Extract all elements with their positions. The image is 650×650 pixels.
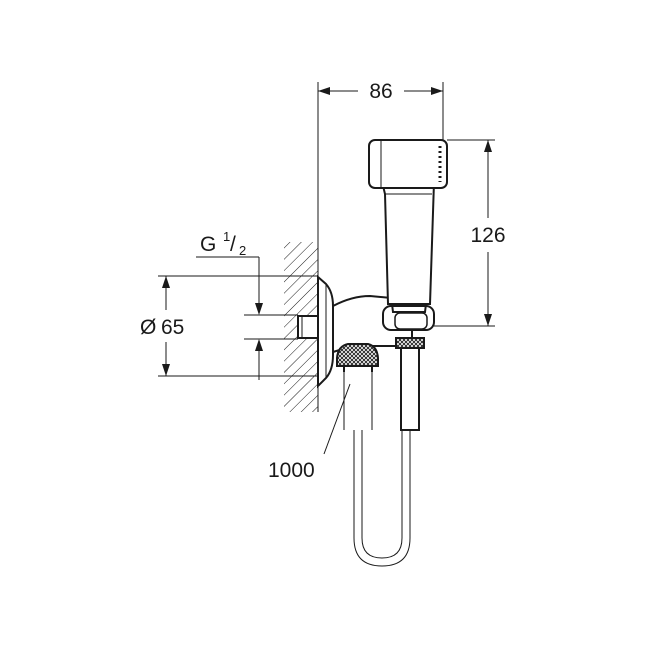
diameter-arrow-bottom: [162, 364, 170, 376]
width-value: 86: [369, 80, 392, 103]
hose-loop-outer: [353, 430, 411, 567]
wall-flange: [317, 274, 334, 389]
hose: [343, 366, 411, 567]
thread-numerator: 1: [223, 229, 230, 244]
height-arrow-bottom: [484, 314, 492, 326]
dimension-height: 126: [434, 139, 506, 327]
shower-head: [368, 139, 448, 189]
handle-base-ring: [390, 303, 428, 313]
connector-knurl: [395, 337, 425, 349]
dimension-thread: G 1 / 2: [196, 229, 298, 380]
width-arrow-left: [318, 87, 330, 95]
diameter-arrow-top: [162, 276, 170, 288]
width-arrow-right: [431, 87, 443, 95]
hose-loop-inner: [361, 430, 403, 559]
dimension-width: 86: [318, 80, 444, 140]
diameter-symbol: Ø: [140, 316, 156, 339]
dimension-hose-length: 1000: [268, 383, 351, 482]
thread-fraction-slash: /: [230, 233, 236, 256]
dimension-diameter: Ø 65: [140, 275, 318, 377]
inlet-thread: [297, 315, 319, 339]
holder-cradle: [382, 305, 435, 331]
shower-hose-connector: [395, 337, 425, 431]
hose-length-leader: [323, 383, 351, 455]
thread-arrow-bottom: [255, 339, 263, 351]
height-arrow-top: [484, 140, 492, 152]
wall-section: [284, 82, 319, 412]
thread-denominator: 2: [239, 243, 246, 258]
hose-left-end: [343, 366, 373, 372]
hand-shower: [368, 139, 448, 313]
thread-arrow-top: [255, 303, 263, 315]
knurled-nut: [336, 343, 379, 367]
hose-length-value: 1000: [268, 459, 315, 482]
holder-inner: [394, 312, 428, 330]
handle-body: [380, 169, 436, 305]
inlet-pipe: [297, 315, 319, 339]
thread-prefix: G: [200, 233, 216, 256]
height-value: 126: [470, 224, 505, 247]
connector-hose: [400, 347, 420, 431]
diameter-value: 65: [161, 316, 184, 339]
hose-nut: [336, 343, 379, 367]
